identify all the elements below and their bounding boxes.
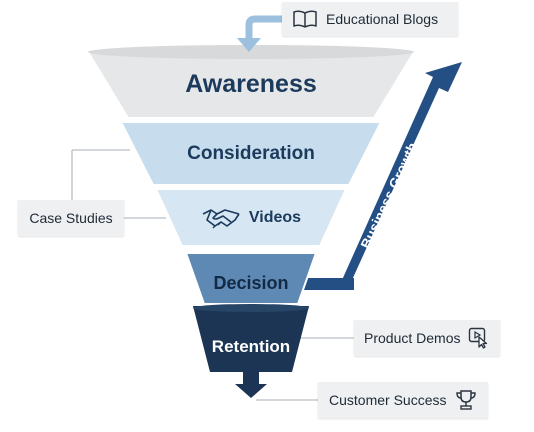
blogs-arrow-head-icon [237, 38, 261, 52]
callout-customer-success: Customer Success [318, 382, 488, 418]
funnel-layer-decision [184, 252, 318, 305]
cursor-click-icon [469, 327, 488, 349]
book-icon [293, 10, 317, 28]
callout-customer-success-label: Customer Success [329, 392, 447, 408]
stage-videos: Videos [182, 204, 320, 232]
funnel-rim [88, 45, 414, 59]
callout-case-studies-label: Case Studies [29, 210, 113, 226]
callout-product-demos: Product Demos [354, 320, 500, 356]
handshake-icon [202, 209, 240, 229]
callout-educational-blogs: Educational Blogs [282, 2, 458, 36]
callout-educational-blogs-label: Educational Blogs [326, 11, 439, 27]
trophy-icon [456, 390, 477, 410]
stage-label-consideration: Consideration [187, 143, 315, 164]
stage-label-retention: Retention [211, 337, 291, 356]
stage-label-awareness: Awareness [185, 69, 317, 98]
business-growth-arrow [298, 62, 462, 280]
funnel-layer-consideration [119, 121, 383, 186]
funnel-layer-videos [154, 188, 348, 247]
callout-case-studies: Case Studies [18, 200, 124, 236]
callout-product-demos-label: Product Demos [364, 330, 461, 346]
business-growth-label: Business Growth [357, 140, 420, 251]
funnel-retention-rim [193, 304, 309, 312]
stage-label-decision: Decision [213, 272, 289, 293]
funnel-layer-retention [193, 306, 309, 372]
down-arrow-icon [235, 372, 267, 398]
blogs-arrow-shaft [245, 15, 287, 40]
stage-label-videos: Videos [248, 209, 302, 226]
business-growth-arrow-base [296, 278, 354, 290]
